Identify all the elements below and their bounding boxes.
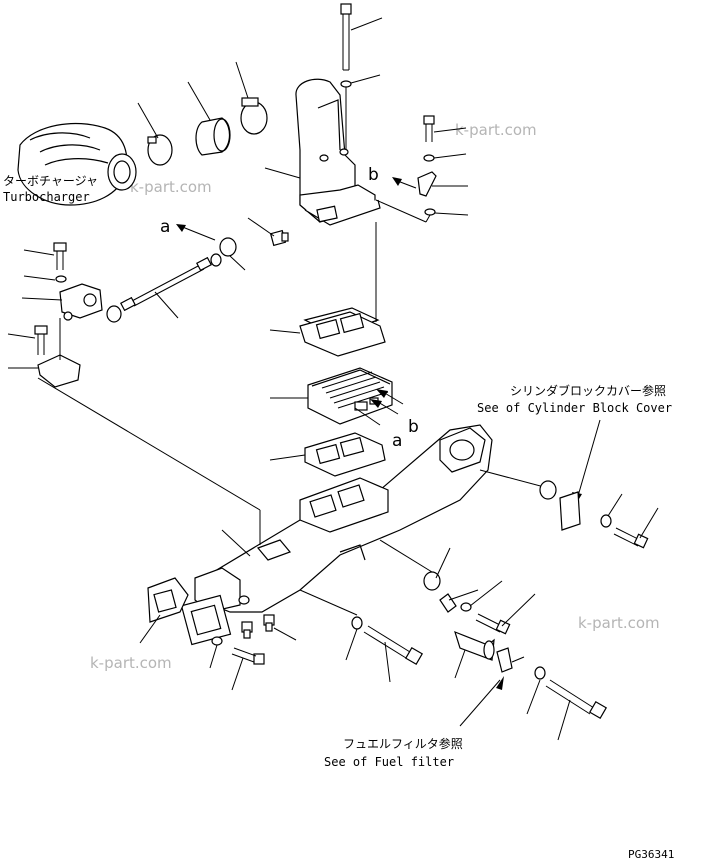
turbocharger-label-en: Turbocharger <box>3 190 90 204</box>
ref-a-label: a <box>160 217 170 237</box>
spacer-part <box>454 630 495 661</box>
bolt-part <box>34 325 48 355</box>
nut-part <box>219 237 237 257</box>
washer-part <box>534 666 546 680</box>
washer-part <box>210 253 222 267</box>
watermark: k-part.com <box>90 654 172 672</box>
ref-b-label-lower: b <box>408 417 419 437</box>
watermark: k-part.com <box>578 614 660 632</box>
cap-part <box>106 305 122 323</box>
spacer-part <box>539 480 557 500</box>
plug-part <box>269 229 289 247</box>
sensor-plug-part <box>263 614 275 632</box>
washer-part <box>460 602 472 612</box>
connector-part <box>59 283 103 321</box>
gasket-part <box>304 432 386 477</box>
washer-part <box>340 80 352 88</box>
drawing-number: PG36341 <box>628 848 674 861</box>
exhaust-elbow-part <box>295 78 381 226</box>
watermark: k-part.com <box>455 121 537 139</box>
bracket-part <box>417 171 437 197</box>
washer-part <box>55 275 67 283</box>
arrow-head <box>370 399 382 408</box>
clip-part <box>496 647 513 673</box>
ref-b-label: b <box>368 165 379 185</box>
long-bolt-part <box>545 679 608 720</box>
washer-part <box>211 636 223 646</box>
long-bolt-part <box>363 625 424 666</box>
bolt-part <box>613 527 649 549</box>
gasket-part <box>147 577 189 623</box>
sensor-plug-part <box>241 621 253 639</box>
washer-part <box>424 208 436 216</box>
arrow-head <box>392 177 402 186</box>
arrow-head <box>496 676 504 690</box>
long-bolt-part <box>340 3 352 71</box>
bolt-part <box>423 115 435 142</box>
turbocharger-label-jp: ターボチャージャ <box>3 174 98 188</box>
heat-shield-cover-part <box>307 367 393 425</box>
fuel-filter-label-en: See of Fuel filter <box>324 755 454 769</box>
turbocharger-part <box>17 122 137 206</box>
sensor-pipe-part <box>120 256 212 312</box>
clamp-part <box>147 134 173 166</box>
fuel-filter-label-jp: フュエルフィルタ参照 <box>343 736 463 751</box>
ref-a-label-lower: a <box>392 431 402 451</box>
watermark: k-part.com <box>130 178 212 196</box>
sleeve-part <box>195 117 231 156</box>
cylinder-cover-label-en: See of Cylinder Block Cover <box>477 401 672 415</box>
arrow-head <box>176 224 186 232</box>
bracket-part <box>439 593 457 613</box>
arrow-head <box>376 389 388 398</box>
bolt-part <box>231 647 265 665</box>
gasket-part <box>299 307 386 357</box>
cylinder-cover-label-jp: シリンダブロックカバー参照 <box>510 383 666 398</box>
bolt-part <box>53 242 67 270</box>
washer-part <box>600 514 612 528</box>
exhaust-manifold-part <box>180 424 493 646</box>
washer-part <box>351 616 363 630</box>
washer-part <box>423 154 435 162</box>
bracket-part <box>559 491 581 531</box>
clamp-part <box>240 97 268 135</box>
